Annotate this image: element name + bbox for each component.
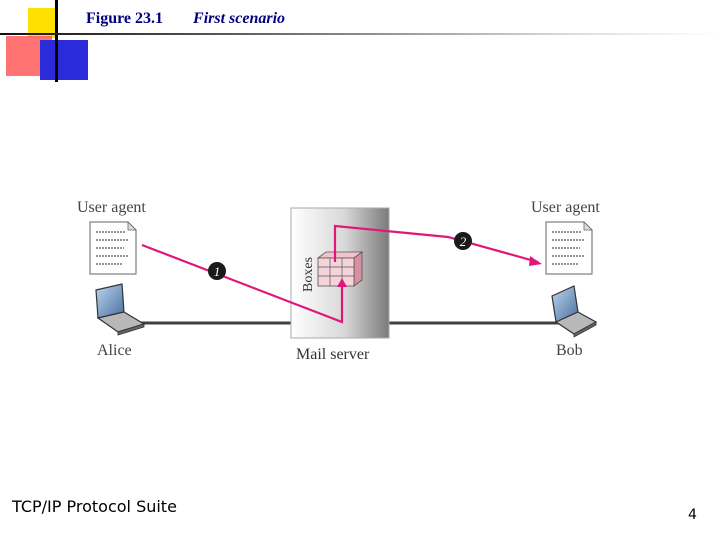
decor-vertical-line bbox=[55, 0, 58, 82]
server-label: Mail server bbox=[296, 346, 370, 363]
step-1-marker: 1 bbox=[208, 262, 226, 280]
bob-label: Bob bbox=[556, 342, 583, 359]
message-path-2 bbox=[333, 224, 539, 264]
step-2-marker: 2 bbox=[454, 232, 472, 250]
left-agent-label: User agent bbox=[77, 199, 146, 216]
figure-title: First scenario bbox=[193, 10, 286, 27]
footer-course-title: TCP/IP Protocol Suite bbox=[12, 497, 177, 516]
arrowhead-1 bbox=[337, 278, 347, 287]
mailbox-icon bbox=[316, 251, 364, 287]
mail-server: Boxes Mail server bbox=[290, 207, 390, 363]
figure-number: Figure 23.1 bbox=[86, 10, 164, 27]
alice-laptop-icon bbox=[95, 283, 146, 336]
step-1-number: 1 bbox=[214, 264, 221, 279]
arrowhead-2 bbox=[529, 256, 542, 266]
page-number: 4 bbox=[688, 507, 697, 523]
figure-caption: Figure 23.1 First scenario bbox=[86, 10, 285, 34]
right-document-icon bbox=[545, 221, 593, 275]
boxes-label: Boxes bbox=[301, 257, 316, 292]
right-agent-label: User agent bbox=[531, 199, 600, 216]
step-2-number: 2 bbox=[460, 234, 467, 249]
bob-laptop-icon bbox=[551, 285, 598, 338]
alice-label: Alice bbox=[97, 342, 132, 359]
decor-horizontal-line bbox=[0, 33, 720, 35]
left-document-icon bbox=[89, 221, 137, 275]
decor-blue-square bbox=[40, 40, 88, 80]
